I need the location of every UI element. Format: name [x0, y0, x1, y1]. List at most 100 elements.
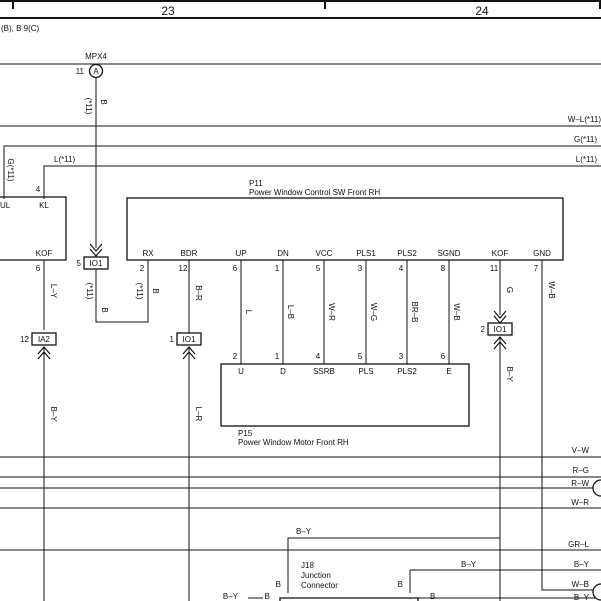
- p11-pin-label: GND: [533, 249, 551, 258]
- p11-pin-number: 1: [275, 264, 280, 273]
- p11-pin-label: SGND: [437, 249, 460, 258]
- left-module-pin-kl-number: 4: [36, 185, 41, 194]
- j18-by-mid: B–Y: [296, 527, 312, 536]
- p11-pin-number: 6: [233, 264, 238, 273]
- p15-id: P15: [238, 429, 253, 438]
- io1-bdr-connector: B–R IO1 1 L–R: [170, 260, 203, 601]
- switch-motor-wire-color: W–B: [452, 303, 461, 320]
- io1-left-name: IO1: [90, 259, 103, 268]
- io1-left-pin: 5: [77, 259, 82, 268]
- io1-kof-wire-below: B–Y: [505, 366, 514, 382]
- mpx4-connector: MPX4 11 A (*11) B: [76, 52, 108, 248]
- bus-label-wl: W–L(*11): [568, 115, 601, 124]
- column-number-23: 23: [161, 4, 175, 18]
- wire-label-rg: R–G: [573, 466, 589, 475]
- io1-left-wire-tag: (*11): [85, 283, 94, 300]
- p11-power-window-control-switch: P11 Power Window Control SW Front RH RX 2…: [126, 179, 564, 273]
- j18-pin-right: B: [398, 580, 403, 589]
- p15-pin-number: 4: [316, 352, 321, 361]
- p11-name: Power Window Control SW Front RH: [249, 188, 380, 197]
- p11-pin-number: 2: [140, 264, 145, 273]
- j18-junction-connector: B–Y B–Y J18 Junction Connector B B B–Y B…: [223, 527, 500, 601]
- wire-label-wr: W–R: [571, 498, 589, 507]
- reference-note: (B), B 9(C): [1, 24, 40, 33]
- gnd-wire-color: W–B: [547, 281, 556, 298]
- io1-bdr-name: IO1: [183, 335, 196, 344]
- p11-pin-label: VCC: [316, 249, 333, 258]
- bus-wires: W–L(*11) G(*11) G(*11) L(*11) L(*11): [0, 115, 601, 199]
- switch-to-motor-wires: L L–B W–R W–G BR–B W–B: [240, 260, 461, 364]
- left-module-pin-kof: KOF: [36, 249, 53, 258]
- p11-pin-label: PLS1: [356, 249, 376, 258]
- left-module: 4 UL KL KOF 6 L–Y: [0, 185, 67, 330]
- j18-line2: Connector: [301, 581, 338, 590]
- j18-id: J18: [301, 561, 314, 570]
- switch-motor-wire-color: BR–B: [410, 302, 419, 323]
- wire-label-vw: V–W: [572, 446, 590, 455]
- io1-bdr-wire-below: L–R: [194, 407, 203, 422]
- ia2-connector: IA2 12 B–Y: [20, 332, 58, 601]
- io1-kof-wire-above: G: [505, 287, 514, 293]
- left-module-pin-kl: KL: [39, 201, 49, 210]
- io1-bdr-wire-above: B–R: [194, 285, 203, 301]
- p15-pin-label: PLS2: [397, 367, 417, 376]
- p15-pin-number: 2: [233, 352, 238, 361]
- wire-label-by-bottom: B–Y: [574, 593, 590, 601]
- rx-wire-tag: (*11): [135, 283, 144, 300]
- j18-pin-outer-right: B: [430, 592, 435, 601]
- p11-pin-label: PLS2: [397, 249, 417, 258]
- p15-pin-number: 6: [441, 352, 446, 361]
- ia2-pin: 12: [20, 335, 29, 344]
- left-module-pin-ul: UL: [0, 201, 11, 210]
- switch-motor-wire-color: W–R: [327, 303, 336, 321]
- rx-wire: (*11) B: [95, 260, 160, 323]
- bus-label-l-left: L(*11): [54, 155, 76, 164]
- switch-motor-wire-color: L–B: [286, 305, 295, 319]
- j18-by-left: B–Y: [223, 592, 239, 601]
- p11-pin-group: RX2BDR12UP6DN1VCC5PLS13PLS24SGND8KOF11GN…: [140, 249, 551, 273]
- bus-label-g: G(*11): [574, 135, 597, 144]
- right-edge-connector-circle: [592, 479, 601, 497]
- p11-id: P11: [249, 179, 263, 188]
- p11-pin-label: RX: [142, 249, 154, 258]
- io1-bdr-pin: 1: [170, 335, 175, 344]
- ia2-name: IA2: [38, 335, 51, 344]
- mpx4-terminal-letter: A: [93, 67, 99, 76]
- io1-left-wire-color: B: [100, 307, 109, 312]
- wire-label-grl: GR–L: [568, 540, 589, 549]
- io1-kof-connector: G IO1 2 B–Y: [481, 260, 514, 601]
- mpx4-pin-number: 11: [76, 67, 85, 76]
- io1-kof-name: IO1: [494, 325, 507, 334]
- mpx4-wire-tag: (*11): [84, 98, 93, 115]
- p11-pin-label: BDR: [181, 249, 198, 258]
- j18-line1: Junction: [301, 571, 331, 580]
- p11-pin-number: 5: [316, 264, 321, 273]
- p15-pin-number: 1: [275, 352, 280, 361]
- p11-pin-label: KOF: [492, 249, 509, 258]
- column-header: 23 24: [0, 0, 601, 19]
- j18-pin-left: B: [276, 580, 281, 589]
- switch-motor-wire-color: L: [244, 310, 253, 315]
- right-wire-bundle: V–W R–G R–W W–R GR–L B–Y W–B B–Y: [0, 446, 601, 601]
- p15-pin-label: SSRB: [313, 367, 335, 376]
- p15-pin-label: PLS: [358, 367, 373, 376]
- p11-pin-number: 3: [358, 264, 363, 273]
- j18-pin-outer: B: [265, 592, 270, 601]
- switch-motor-wire-color: W–G: [369, 303, 378, 321]
- p11-pin-label: UP: [235, 249, 246, 258]
- io1-left-connector: IO1 5 (*11) B: [77, 243, 109, 313]
- p11-pin-number: 11: [490, 264, 499, 273]
- p15-pin-number: 5: [358, 352, 363, 361]
- mpx4-label: MPX4: [85, 52, 107, 61]
- p11-pin-number: 4: [399, 264, 404, 273]
- ia2-wire-below: B–Y: [49, 406, 58, 422]
- p11-pin-number: 12: [179, 264, 188, 273]
- right-edge-connector-circle-bottom: [592, 583, 601, 601]
- p15-name: Power Window Motor Front RH: [238, 438, 349, 447]
- bus-label-g-left: G(*11): [6, 159, 15, 182]
- io1-kof-pin: 2: [481, 325, 486, 334]
- p11-pin-number: 7: [534, 264, 539, 273]
